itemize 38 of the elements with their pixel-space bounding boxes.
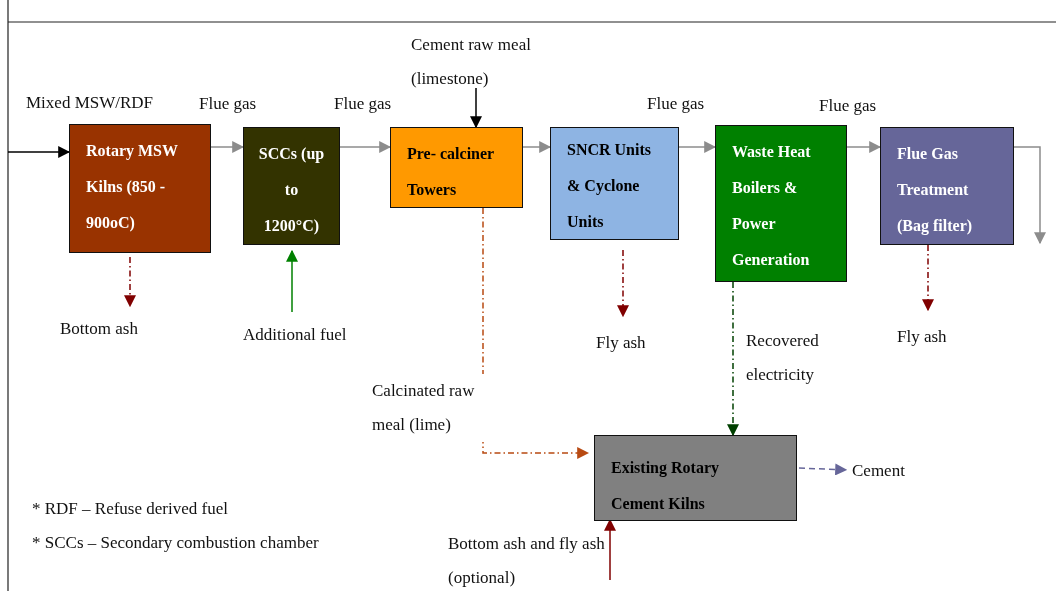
arrow <box>617 249 629 318</box>
arrow <box>339 141 392 153</box>
process-box <box>594 435 797 521</box>
arrow <box>286 249 298 313</box>
process-box <box>715 125 847 282</box>
arrow <box>124 256 136 308</box>
arrow <box>1013 146 1046 245</box>
arrow <box>470 87 482 129</box>
arrow <box>846 141 882 153</box>
process-box <box>69 124 211 253</box>
stream-label: Fly ash <box>596 332 647 354</box>
stream-label: Cement raw meal (limestone) <box>411 34 532 90</box>
process-label: SCCs (up to 1200°C) <box>258 144 325 237</box>
edge-label: Calcinated raw meal (lime) <box>372 374 484 442</box>
process-label: SNCR Units & Cyclone Units <box>567 140 652 232</box>
process-box <box>243 127 340 245</box>
arrow <box>7 146 71 158</box>
stream-label: Bottom ash and fly ash (optional) <box>448 533 606 589</box>
arrow <box>210 141 245 153</box>
arrow <box>522 141 552 153</box>
stream-label: Bottom ash <box>60 318 139 340</box>
process-box <box>550 127 679 240</box>
process-box <box>390 127 523 208</box>
arrow <box>798 463 848 476</box>
arrow <box>922 244 934 312</box>
process-label: Existing Rotary Cement Kilns <box>611 458 720 514</box>
arrow <box>678 141 717 153</box>
process-label: Flue Gas Treatment (Bag filter) <box>897 144 974 237</box>
stream-label: Additional fuel <box>243 324 348 346</box>
stream-label: Fly ash <box>897 326 948 348</box>
process-label: Waste Heat Boilers & Power Generation <box>732 142 812 270</box>
footnote: * SCCs – Secondary combustion chamber <box>32 533 319 553</box>
process-box <box>880 127 1014 245</box>
arrow <box>727 281 739 437</box>
stream-label: Cement <box>852 460 906 482</box>
process-label: Rotary MSW Kilns (850 - 900oC) <box>86 141 179 234</box>
footnote: * RDF – Refuse derived fuel <box>32 499 228 519</box>
process-label: Pre- calciner Towers <box>407 144 495 200</box>
